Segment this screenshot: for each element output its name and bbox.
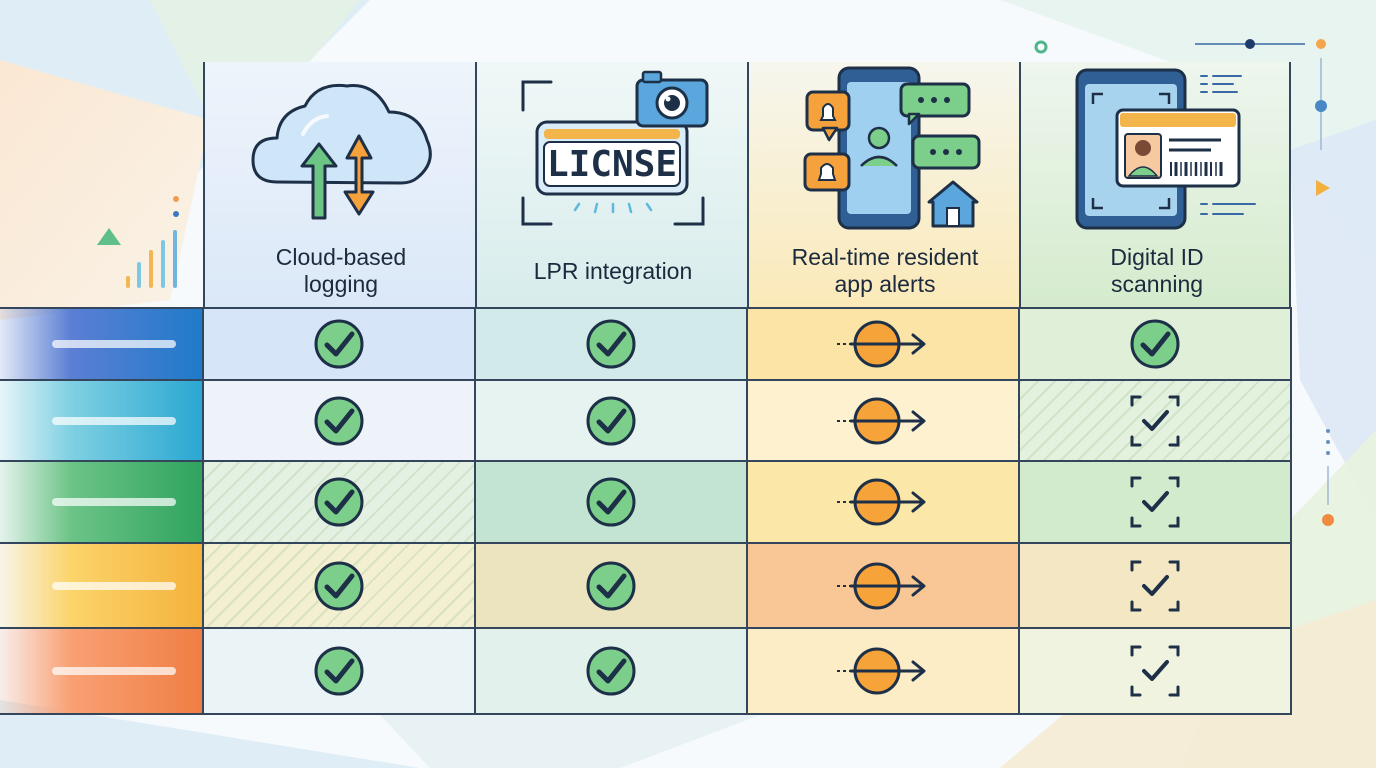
column-label: Digital ID scanning xyxy=(1110,244,1204,297)
row-header xyxy=(0,379,204,462)
column-label: LPR integration xyxy=(533,257,693,284)
table-cell xyxy=(474,460,748,544)
bracket-check-icon xyxy=(1130,645,1180,697)
check-circle-icon xyxy=(314,477,364,527)
cloud-sync-icon xyxy=(251,83,432,220)
row-header xyxy=(0,460,204,544)
check-circle-icon xyxy=(586,646,636,696)
column-header-id-scan: Digital ID scanning xyxy=(1019,62,1291,307)
table-cell xyxy=(202,627,476,715)
check-circle-icon xyxy=(314,319,364,369)
check-circle-icon xyxy=(1130,319,1180,369)
table-cell xyxy=(202,307,476,381)
arrow-circle-icon xyxy=(837,478,926,526)
table-cell xyxy=(746,542,1020,629)
column-header-cloud: Cloud-based logging xyxy=(203,62,475,307)
row-label-placeholder xyxy=(52,667,176,675)
row-label-placeholder xyxy=(52,340,176,348)
table-cell xyxy=(1018,379,1292,462)
table-row xyxy=(0,542,1292,629)
row-header xyxy=(0,542,204,629)
row-label-placeholder xyxy=(52,416,176,425)
check-circle-icon xyxy=(314,561,364,610)
table-cell xyxy=(746,307,1020,381)
table-row xyxy=(0,627,1292,715)
bracket-check-icon xyxy=(1130,395,1180,446)
table-cell xyxy=(202,460,476,544)
column-label: Cloud-based logging xyxy=(275,244,407,297)
row-label-placeholder xyxy=(52,498,176,506)
check-circle-icon xyxy=(586,561,636,610)
license-plate-camera-icon: LICNSE xyxy=(521,70,709,226)
table-cell xyxy=(474,542,748,629)
table-cell xyxy=(202,379,476,462)
phone-alerts-icon xyxy=(803,66,981,230)
table-cell xyxy=(1018,460,1292,544)
table-cell xyxy=(1018,542,1292,629)
row-header xyxy=(0,307,204,381)
column-header-alerts: Real-time resident app alerts xyxy=(747,62,1019,307)
table-row xyxy=(0,307,1292,381)
check-circle-icon xyxy=(586,319,636,369)
table-cell xyxy=(1018,627,1292,715)
check-circle-icon xyxy=(586,396,636,445)
table-cell xyxy=(746,627,1020,715)
column-header-lpr: LICNSE LPR integration xyxy=(475,62,747,307)
table-cell xyxy=(202,542,476,629)
table-cell xyxy=(746,379,1020,462)
arrow-circle-icon xyxy=(837,562,926,609)
row-header xyxy=(0,627,204,715)
check-circle-icon xyxy=(314,396,364,445)
column-label: Real-time resident app alerts xyxy=(791,244,979,297)
bracket-check-icon xyxy=(1130,476,1180,528)
bracket-check-icon xyxy=(1130,560,1180,611)
arrow-circle-icon xyxy=(837,320,926,368)
check-circle-icon xyxy=(586,477,636,527)
feature-header-row: Cloud-based logging LICNSE LPR integ xyxy=(203,62,1291,307)
license-plate-text: LICNSE xyxy=(547,144,677,185)
arrow-circle-icon xyxy=(837,397,926,444)
table-cell xyxy=(474,379,748,462)
comparison-table xyxy=(0,307,1292,715)
table-row xyxy=(0,379,1292,462)
arrow-circle-icon xyxy=(837,647,926,695)
table-cell xyxy=(1018,307,1292,381)
table-cell xyxy=(474,627,748,715)
check-circle-icon xyxy=(314,646,364,696)
table-cell xyxy=(746,460,1020,544)
id-scan-tablet-icon xyxy=(1075,68,1256,230)
table-cell xyxy=(474,307,748,381)
table-row xyxy=(0,460,1292,544)
row-label-placeholder xyxy=(52,581,176,590)
